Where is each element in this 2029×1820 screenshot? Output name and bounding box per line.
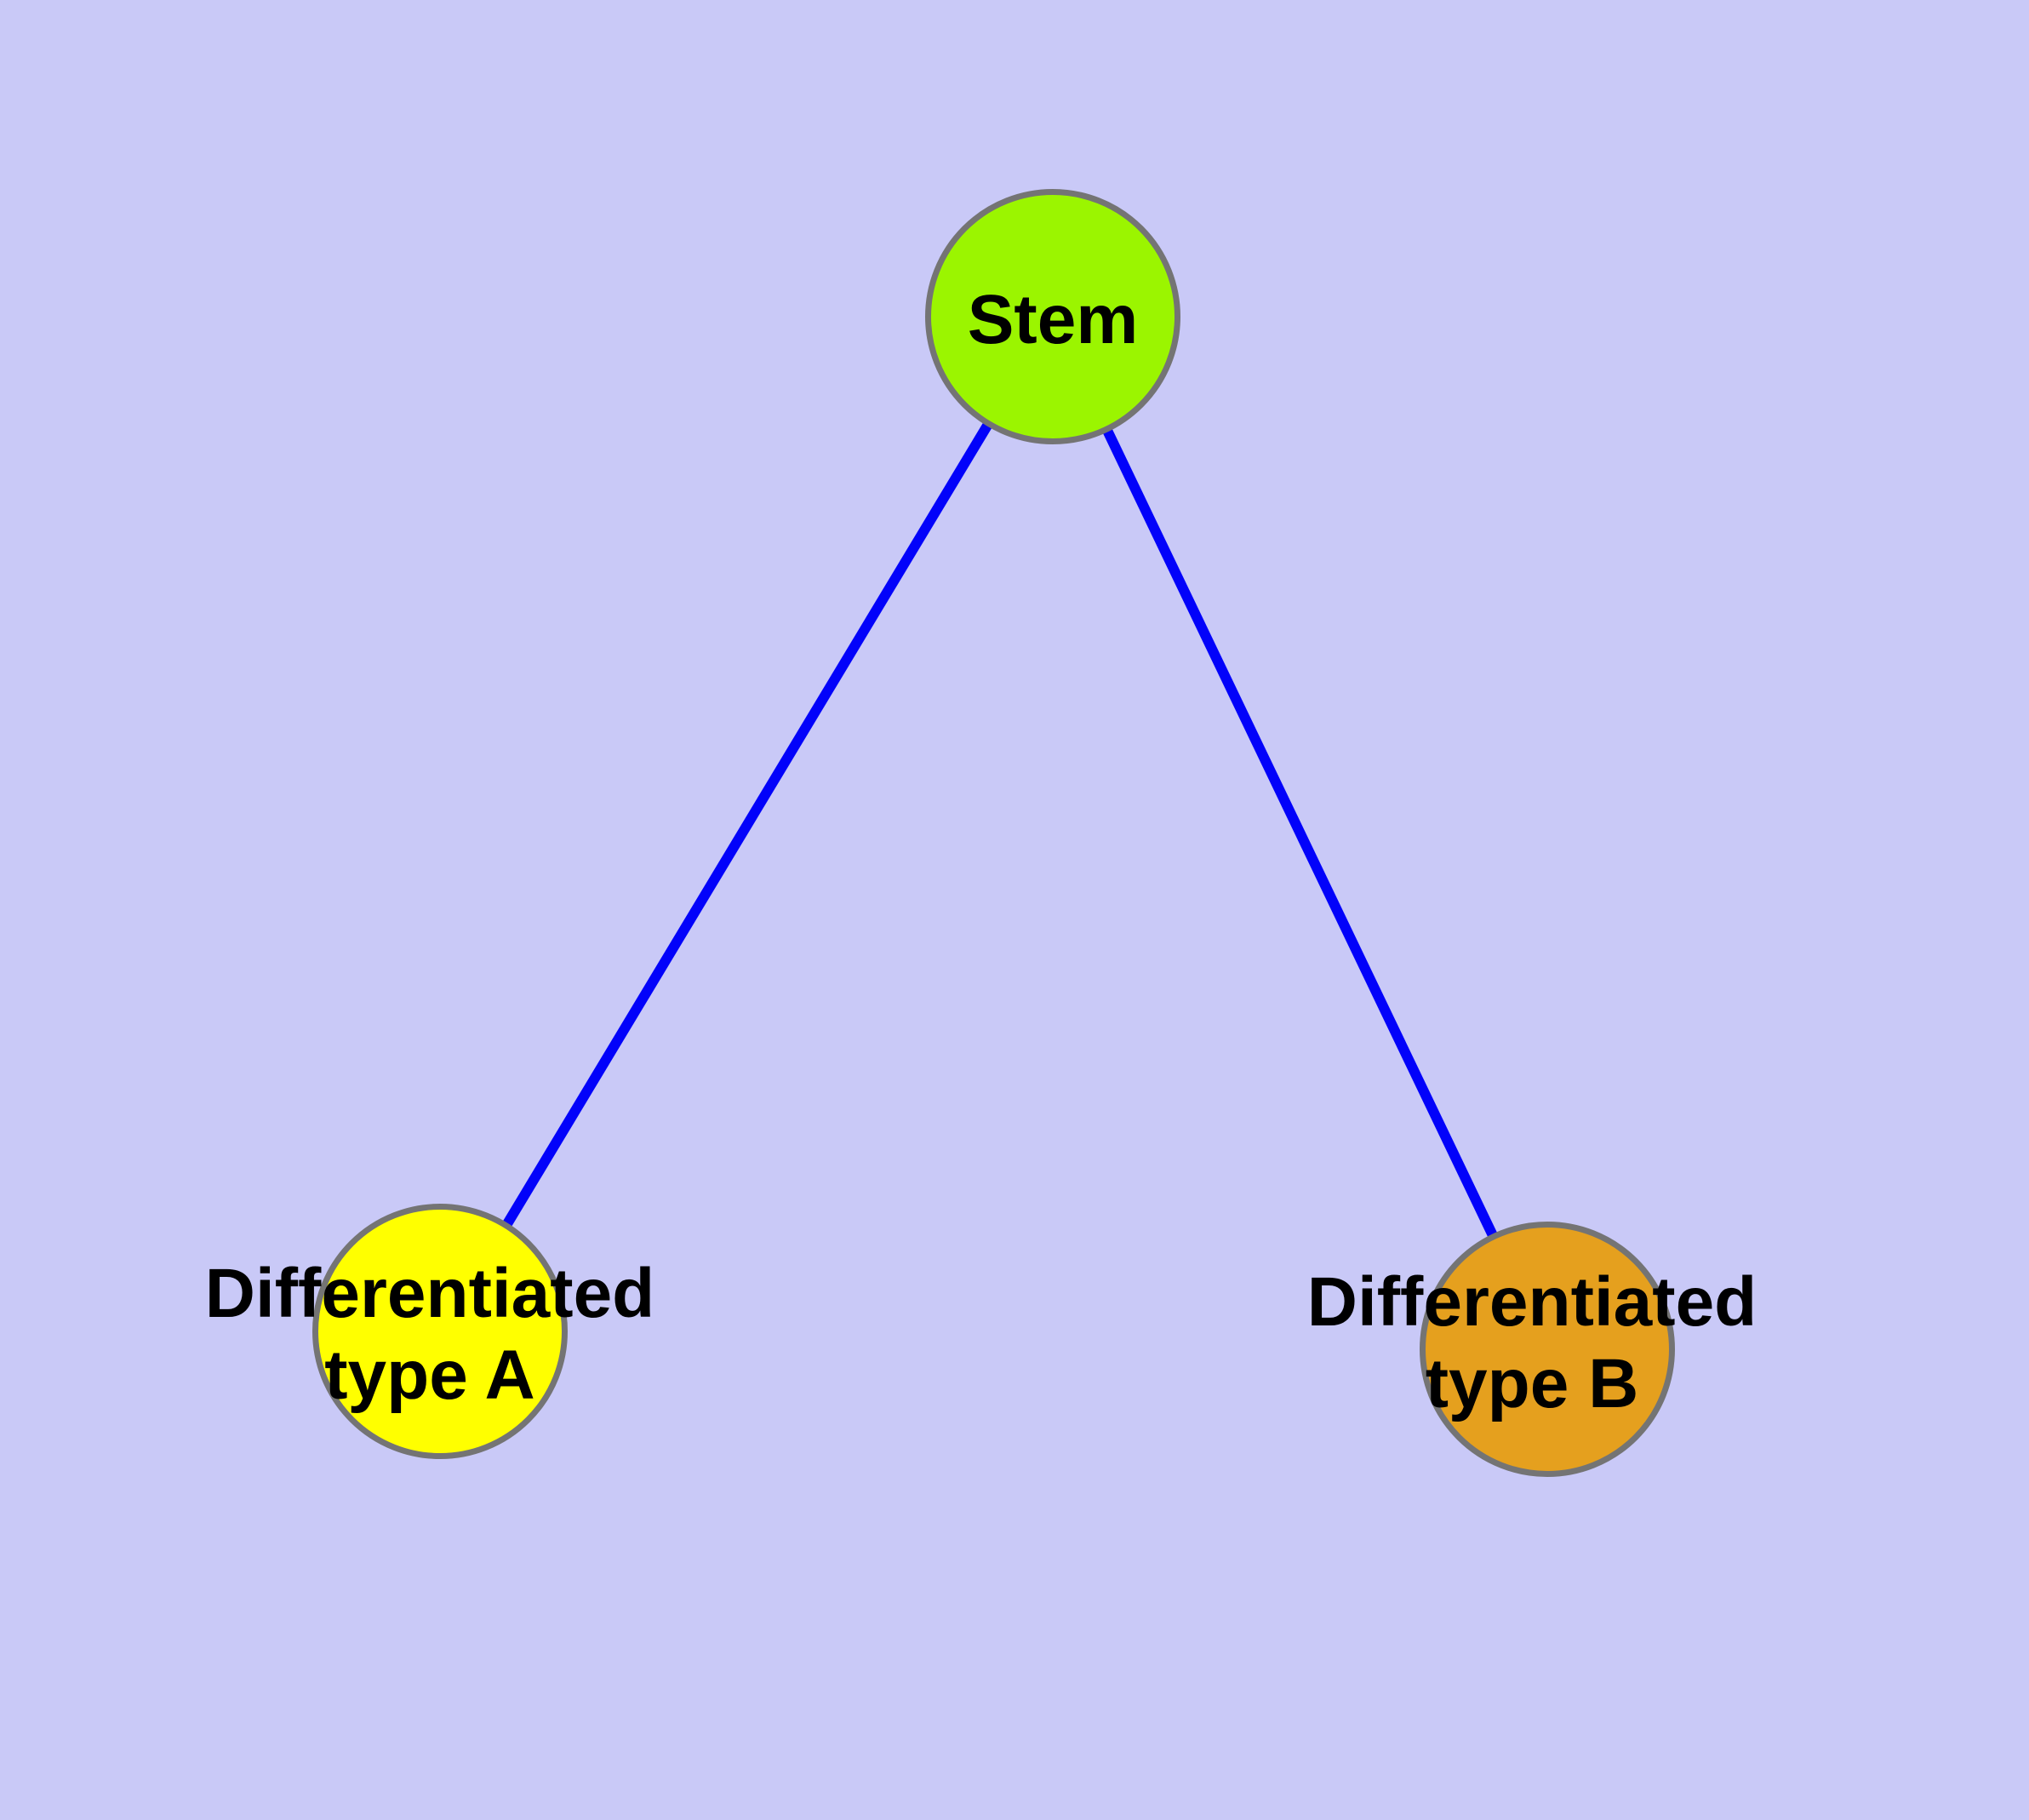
differentiated-type-b-node-label: Differentiated type B xyxy=(1307,1262,1758,1425)
edge-stem-to-type-b xyxy=(1048,314,1552,1352)
differentiated-type-a-node xyxy=(312,1204,568,1459)
type-a-label-line2: type A xyxy=(324,1336,535,1414)
type-a-label-line1: Differentiated xyxy=(204,1255,655,1332)
edge-stem-to-type-a xyxy=(437,313,1058,1335)
stem-node-label: Stem xyxy=(967,281,1139,358)
differentiated-type-a-node-label: Differentiated type A xyxy=(205,1253,655,1417)
type-b-label-line2: type B xyxy=(1425,1345,1639,1422)
stem-node xyxy=(925,189,1180,444)
differentiated-type-b-node xyxy=(1420,1222,1675,1477)
type-b-label-line1: Differentiated xyxy=(1306,1263,1758,1341)
